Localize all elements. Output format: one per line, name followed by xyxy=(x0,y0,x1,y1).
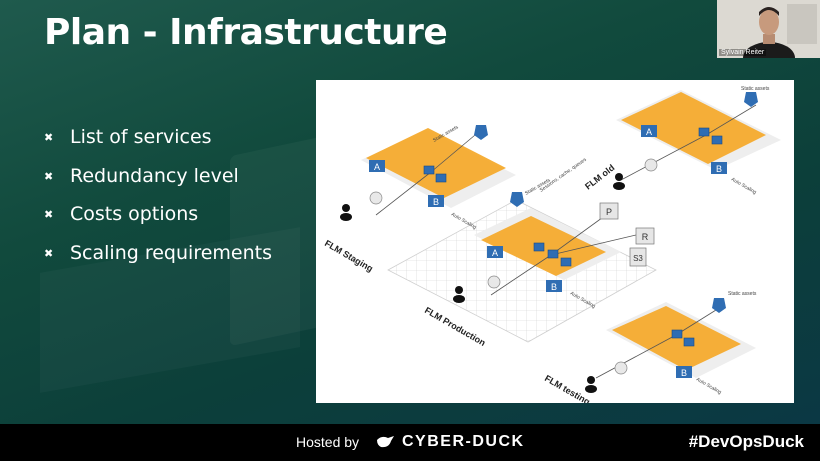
svg-text:P: P xyxy=(606,207,612,217)
svg-text:Sessions, cache, queues: Sessions, cache, queues xyxy=(539,157,588,194)
bullet-icon: ✖ xyxy=(44,246,54,260)
event-hashtag: #DevOpsDuck xyxy=(688,432,804,451)
svg-text:S3: S3 xyxy=(633,254,643,263)
duck-icon xyxy=(377,436,394,448)
svg-text:B: B xyxy=(551,282,557,292)
bullet-list: ✖ List of services ✖ Redundancy level ✖ Cos… xyxy=(44,126,272,280)
production-grid xyxy=(387,199,657,343)
hosted-by-label: Hosted by xyxy=(296,434,360,450)
brand-logo: CYBER-DUCK xyxy=(376,433,525,451)
slide-title: Plan - Infrastructure xyxy=(44,12,448,53)
diagram-svg: A B A B A B B xyxy=(323,86,781,407)
instances xyxy=(423,127,723,347)
bullet-icon: ✖ xyxy=(44,169,54,183)
brand-name: CYBER-DUCK xyxy=(402,433,525,450)
az-tags: A B A B A B B xyxy=(369,125,727,378)
svg-text:A: A xyxy=(492,248,498,258)
svg-text:Static assets: Static assets xyxy=(741,86,770,92)
user-icons xyxy=(340,173,625,393)
svg-text:B: B xyxy=(681,368,687,378)
bullet-text: Scaling requirements xyxy=(70,241,272,264)
static-asset-buckets xyxy=(474,92,758,313)
label-old: FLM old xyxy=(583,162,616,191)
load-balancers xyxy=(369,158,658,375)
bullet-icon: ✖ xyxy=(44,131,54,144)
label-staging: FLM Staging xyxy=(323,238,375,274)
presenter-name: Sylvain Reiter xyxy=(719,49,767,56)
svg-text:Auto Scaling: Auto Scaling xyxy=(730,177,758,196)
infrastructure-diagram: A B A B A B B xyxy=(316,80,794,407)
svg-text:Static assets: Static assets xyxy=(728,291,757,297)
connection-lines xyxy=(375,104,757,379)
zone-old xyxy=(616,90,781,170)
webcam-overlay: Sylvain Reiter xyxy=(717,0,820,58)
svg-text:A: A xyxy=(374,162,380,172)
zone-staging xyxy=(361,128,516,208)
bullet-item: ✖ Scaling requirements xyxy=(44,242,272,281)
svg-text:R: R xyxy=(642,232,649,242)
svg-text:Auto Scaling: Auto Scaling xyxy=(450,212,478,231)
svg-text:Auto Scaling: Auto Scaling xyxy=(695,377,723,396)
label-testing: FLM testing xyxy=(543,373,592,403)
svg-text:A: A xyxy=(646,127,652,137)
bullet-icon: ✖ xyxy=(44,208,54,221)
bullet-item: ✖ Costs options xyxy=(44,203,272,242)
bullet-text: Redundancy level xyxy=(70,164,239,187)
bullet-item: ✖ Redundancy level xyxy=(44,165,272,204)
presenter-avatar xyxy=(717,0,820,58)
footer-bar xyxy=(0,424,820,461)
data-services: P R S3 xyxy=(599,202,655,267)
bullet-text: List of services xyxy=(70,126,212,148)
presentation-slide: Plan - Infrastructure ✖ List of services … xyxy=(0,0,820,424)
svg-text:B: B xyxy=(716,164,722,174)
svg-text:B: B xyxy=(433,197,439,207)
bullet-item: ✖ List of services xyxy=(44,126,272,165)
bullet-text: Costs options xyxy=(70,203,199,225)
